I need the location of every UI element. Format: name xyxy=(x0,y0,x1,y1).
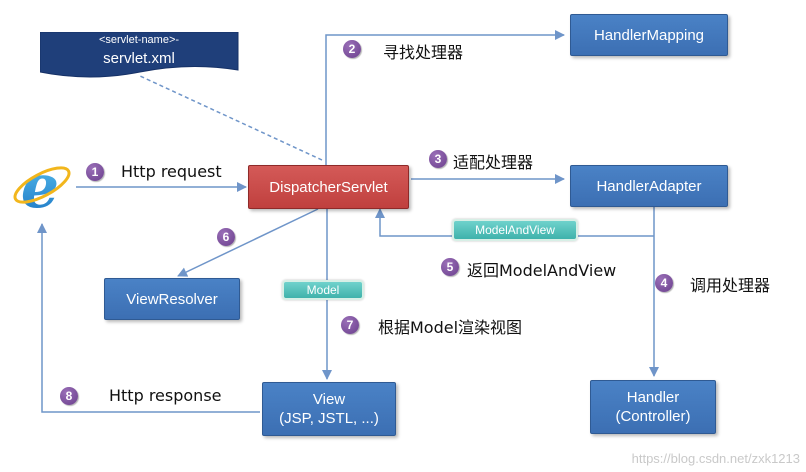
handler-adapter-label: HandlerAdapter xyxy=(596,177,702,195)
step-6-badge: 6 xyxy=(217,228,235,246)
dispatcher-servlet-label: DispatcherServlet xyxy=(269,178,388,196)
step-2-badge: 2 xyxy=(343,40,361,58)
watermark: https://blog.csdn.net/zxk1213 xyxy=(631,451,800,466)
view-box: View (JSP, JSTL, ...) xyxy=(262,382,396,436)
step-1-badge: 1 xyxy=(86,163,104,181)
handler-mapping-box: HandlerMapping xyxy=(570,14,728,56)
arrow-response xyxy=(37,223,260,413)
step-3-badge: 3 xyxy=(429,150,447,168)
handler-adapter-box: HandlerAdapter xyxy=(570,165,728,207)
dispatcher-servlet-box: DispatcherServlet xyxy=(248,165,409,209)
config-link xyxy=(139,75,323,161)
modelandview-tag: ModelAndView xyxy=(452,219,578,241)
servlet-name-text: <servlet-name>- xyxy=(98,34,180,46)
svg-text:e: e xyxy=(21,155,59,219)
view-resolver-label: ViewResolver xyxy=(126,290,218,308)
servlet-xml-document xyxy=(40,32,239,78)
step-8-label: Http response xyxy=(109,386,222,405)
step-7-label: 根据Model渲染视图 xyxy=(378,318,523,337)
view-label-line1: View xyxy=(312,391,346,408)
handler-controller-box: Handler (Controller) xyxy=(590,380,716,434)
step-5-badge: 5 xyxy=(441,258,459,276)
step-3-label: 适配处理器 xyxy=(453,153,534,172)
view-resolver-box: ViewResolver xyxy=(104,278,240,320)
servlet-xml-text: servlet.xml xyxy=(103,50,175,67)
arrow-find-handler xyxy=(325,30,565,165)
model-tag: Model xyxy=(282,280,364,300)
arrow-resolve-view xyxy=(177,208,319,277)
step-8-badge: 8 xyxy=(60,387,78,405)
step-7-badge: 7 xyxy=(341,316,359,334)
view-label-line2: (JSP, JSTL, ...) xyxy=(279,410,379,427)
internet-explorer-icon: e xyxy=(13,155,71,219)
step-2-label: 寻找处理器 xyxy=(383,43,464,62)
step-1-label: Http request xyxy=(121,162,222,181)
handler-label-line2: (Controller) xyxy=(615,408,691,425)
handler-label-line1: Handler xyxy=(626,389,680,406)
step-5-label: 返回ModelAndView xyxy=(467,261,617,280)
handler-mapping-label: HandlerMapping xyxy=(593,26,705,44)
step-4-badge: 4 xyxy=(655,274,673,292)
step-4-label: 调用处理器 xyxy=(690,276,771,295)
